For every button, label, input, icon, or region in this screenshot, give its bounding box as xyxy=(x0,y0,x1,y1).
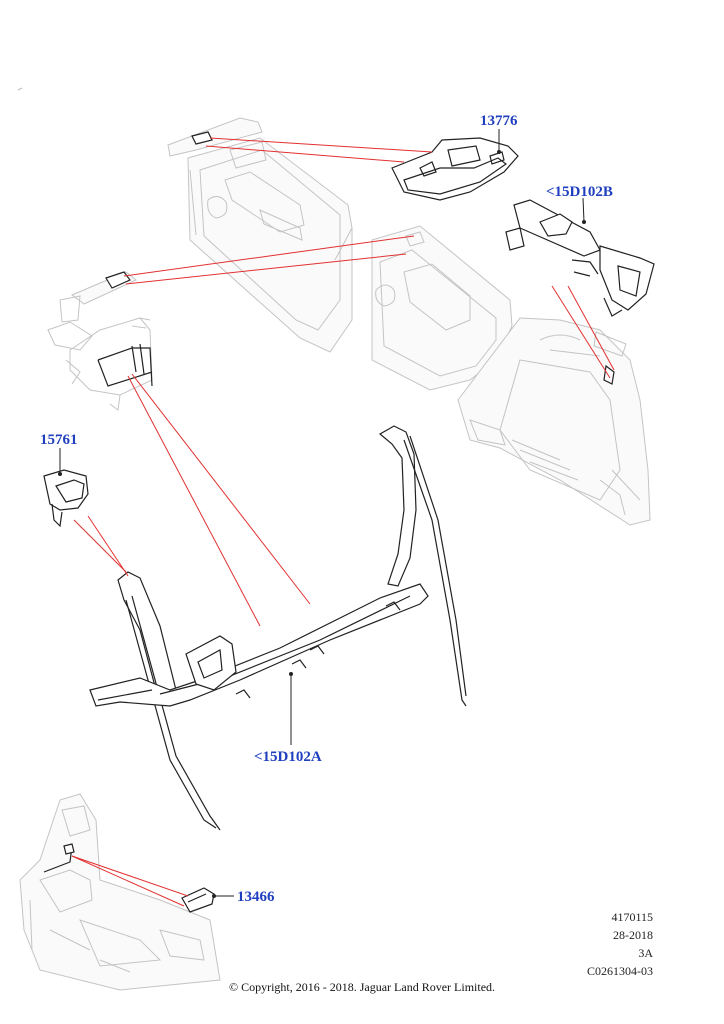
illustration-id: 4170115 xyxy=(611,910,653,924)
seat-frame-outline xyxy=(47,271,153,411)
front-window-switch xyxy=(191,131,213,145)
rear-quarter-trim-outline xyxy=(457,317,651,526)
callout-lines xyxy=(71,137,615,907)
part-label-13776: 13776 xyxy=(480,113,518,129)
rear-door-harness xyxy=(505,199,655,317)
switch-13776 xyxy=(391,137,519,201)
leader-lines xyxy=(58,129,586,898)
main-harness xyxy=(89,425,467,831)
floor-footwell-outline xyxy=(19,793,221,991)
stray-mark xyxy=(17,87,23,91)
floor-switch xyxy=(63,843,75,855)
seat-harness-loop xyxy=(97,347,153,387)
part-label-15d102b: <15D102B xyxy=(546,184,613,200)
copyright-notice: © Copyright, 2016 - 2018. Jaguar Land Ro… xyxy=(228,980,496,994)
part-label-15d102a: <15D102A xyxy=(254,749,322,765)
front-door-outline xyxy=(167,117,353,353)
sensor-13466 xyxy=(181,887,215,913)
switch-15761 xyxy=(43,469,89,528)
seat-harness-branch xyxy=(131,343,145,375)
date-code: 28-2018 xyxy=(613,928,653,942)
part-label-13466: 13466 xyxy=(237,889,275,905)
rear-quarter-switch xyxy=(603,364,615,385)
variant-code: 3A xyxy=(638,946,653,960)
part-label-15761: 15761 xyxy=(40,432,78,448)
catalogue-code: C0261304-03 xyxy=(587,964,653,978)
